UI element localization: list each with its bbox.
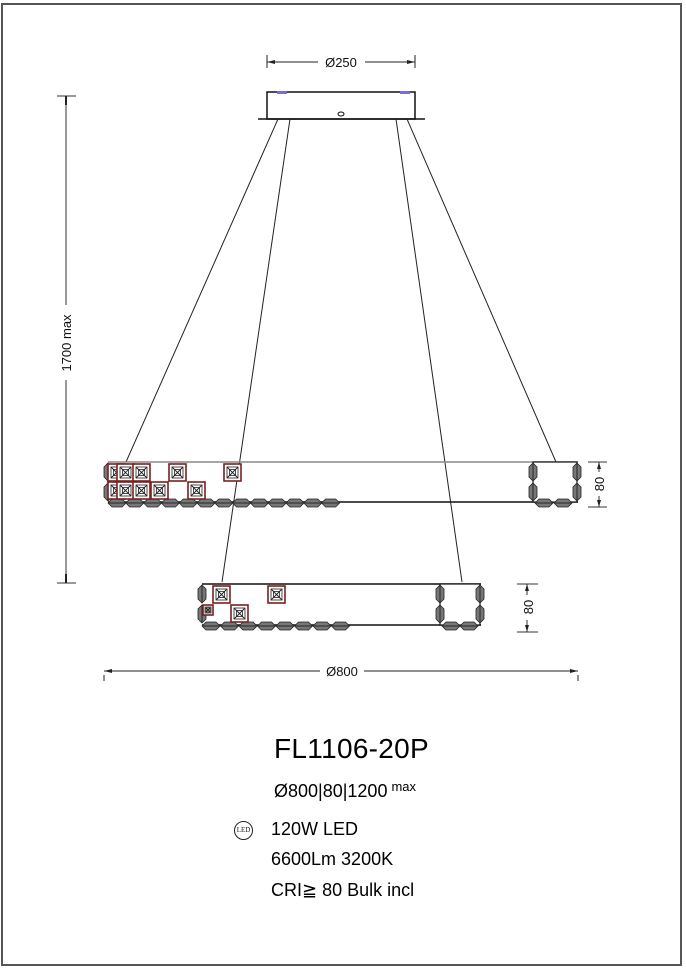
upper-ring-height-label: 80 (592, 477, 607, 491)
lower-ring (197, 583, 485, 631)
cri-spec: CRI≧ 80 Bulk incl (271, 880, 415, 900)
max-height-label: 1700 max (59, 314, 74, 372)
upper-ring-crystals (103, 462, 582, 508)
upper-ring-height-dimension: 80 (588, 461, 607, 508)
canopy-dimension: Ø250 (266, 55, 416, 70)
lower-ring-square-crystals (202, 585, 286, 623)
overall-diameter-dimension: Ø800 (103, 664, 579, 681)
overall-diameter-label: Ø800 (326, 664, 358, 679)
led-icon: LED (234, 821, 253, 840)
drawing-frame (1, 3, 682, 966)
lower-ring-crystals (197, 584, 485, 631)
power-spec: 120W LED (271, 819, 359, 839)
suspension-wires (125, 118, 557, 583)
size-suffix: max (391, 779, 417, 794)
height-dimension: 1700 max (57, 95, 76, 584)
lower-ring-height-label: 80 (521, 600, 536, 614)
lower-ring-height-dimension: 80 (517, 583, 538, 633)
ceiling-canopy (258, 91, 425, 120)
lumen-cct-spec: 6600Lm 3200K (271, 849, 394, 869)
size-main: Ø800|80|1200 (274, 781, 388, 801)
upper-ring (103, 461, 582, 508)
canopy-diameter-label: Ø250 (325, 55, 357, 70)
model-number: FL1106-20P (274, 733, 430, 764)
upper-ring-square-crystals (107, 463, 242, 500)
